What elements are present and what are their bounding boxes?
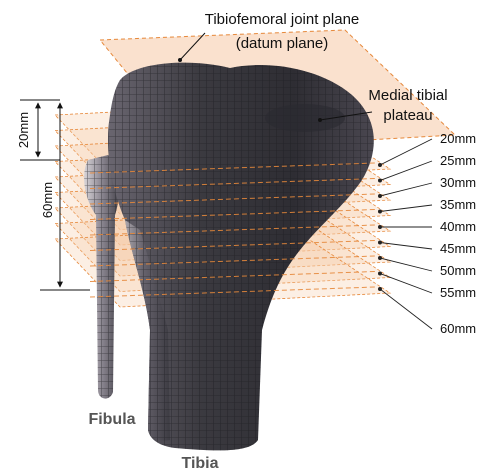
section-leader-60mm — [380, 289, 432, 329]
section-label-25mm: 25mm — [440, 153, 476, 168]
plateau-line1: Medial tibial — [368, 87, 447, 104]
section-callouts: 20mm 25mm 30mm 35mm 40mm 45mm 50mm 55mm 60mm — [378, 131, 476, 336]
section-label-35mm: 35mm — [440, 197, 476, 212]
dimension-20mm: 20mm — [16, 100, 60, 160]
datum-plane-title: Tibiofemoral joint plane — [205, 11, 360, 28]
section-label-45mm: 45mm — [440, 241, 476, 256]
section-label-55mm: 55mm — [440, 285, 476, 300]
section-leader-55mm — [380, 274, 432, 294]
tibia-label: Tibia — [181, 455, 218, 471]
section-leader-25mm — [380, 161, 432, 181]
fibula-bone — [84, 155, 118, 399]
section-label-60mm: 60mm — [440, 321, 476, 336]
section-leader-50mm — [380, 258, 432, 271]
dim-20-label: 20mm — [16, 112, 31, 148]
dim-60-label: 60mm — [40, 182, 55, 218]
section-label-50mm: 50mm — [440, 263, 476, 278]
section-leader-20mm — [380, 139, 432, 165]
plateau-line2: plateau — [383, 107, 432, 124]
section-label-30mm: 30mm — [440, 175, 476, 190]
section-leader-35mm — [380, 205, 432, 212]
datum-plane-subtitle: (datum plane) — [236, 35, 329, 52]
fibula-label: Fibula — [88, 411, 135, 428]
section-label-40mm: 40mm — [440, 219, 476, 234]
section-label-20mm: 20mm — [440, 131, 476, 146]
